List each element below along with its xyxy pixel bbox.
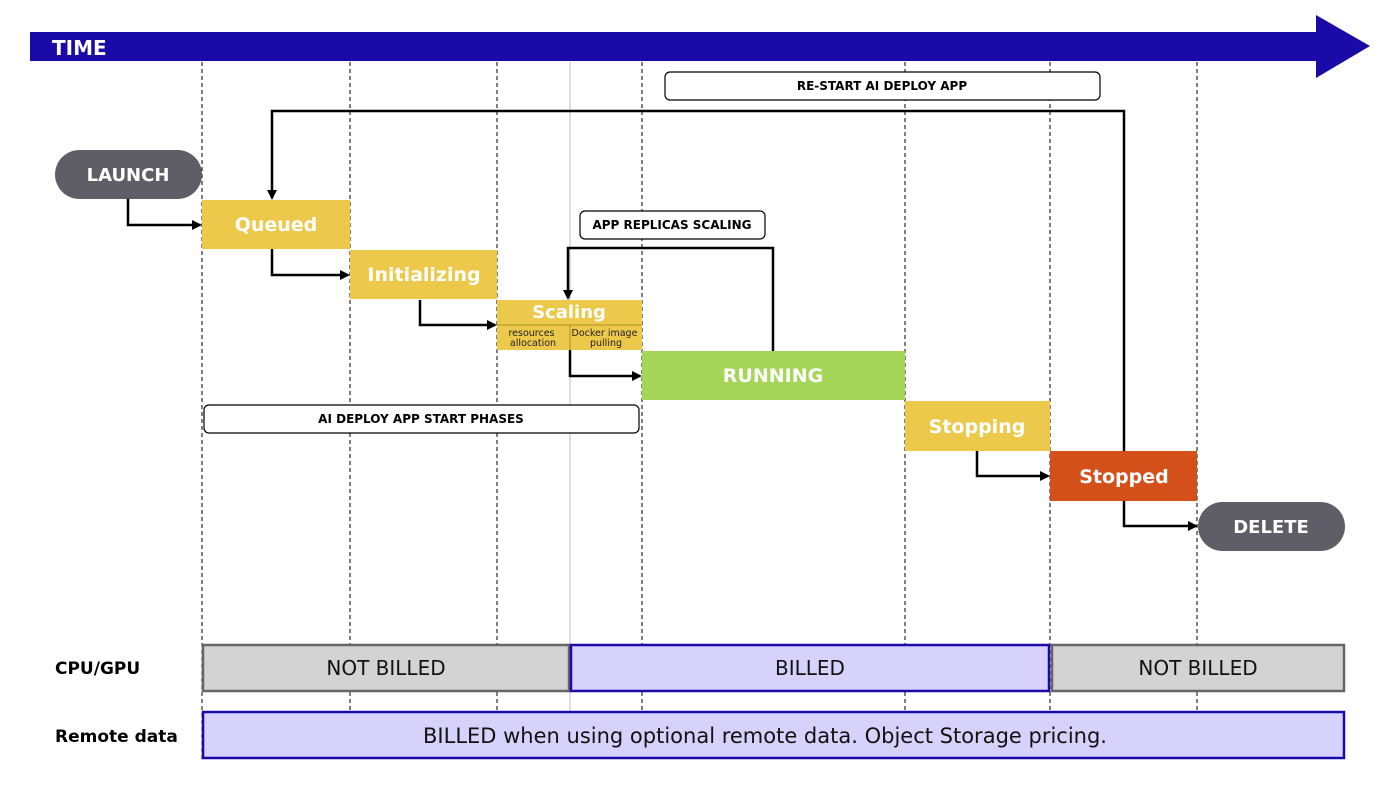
billing-segment-box — [201, 643, 571, 693]
launch-to-queued-connector — [126, 199, 202, 230]
billing-segment: BILLED — [569, 643, 1051, 693]
phase-queued-box — [202, 200, 350, 249]
phase-running: RUNNING — [642, 351, 905, 400]
start-phases-note-text: AI DEPLOY APP START PHASES — [318, 412, 524, 426]
billing-segment-text: BILLED — [775, 656, 845, 680]
queued-to-initializing-connector — [270, 249, 350, 280]
replicas-scaling-connector — [563, 246, 775, 351]
phase-stopping-box — [905, 401, 1050, 451]
cpu-gpu-row-label: CPU/GPU — [55, 659, 140, 679]
phase-stopped-label: Stopped — [1079, 466, 1169, 488]
restart-connector — [267, 109, 1126, 451]
phase-scaling: Scaling resources allocation Docker imag… — [497, 300, 642, 350]
phase-initializing-label: Initializing — [367, 264, 480, 286]
phase-stopping: Stopping — [905, 401, 1050, 451]
launch-pill — [55, 150, 202, 199]
billing-segment-text: NOT BILLED — [326, 656, 445, 680]
delete-pill — [1198, 502, 1345, 551]
replicas-scaling-note-text: APP REPLICAS SCALING — [592, 218, 751, 232]
flow-connectors — [126, 109, 1198, 531]
restart-note: RE-START AI DEPLOY APP — [664, 71, 1101, 101]
remote-data-row-label: Remote data — [55, 727, 178, 747]
phase-running-label: RUNNING — [723, 365, 823, 387]
phase-running-box — [642, 351, 905, 400]
phase-stopping-label: Stopping — [929, 416, 1026, 438]
time-arrow: TIME — [30, 15, 1370, 78]
scaling-sub-left: resources allocation — [508, 328, 557, 349]
billing-segment-text: NOT BILLED — [1138, 656, 1257, 680]
phase-guide-lines — [201, 62, 1198, 760]
stopped-to-delete-connector — [1122, 501, 1198, 531]
stopping-to-stopped-connector — [975, 451, 1050, 481]
initializing-to-scaling-connector — [418, 300, 497, 330]
delete-label: DELETE — [1233, 517, 1309, 538]
phase-initializing: Initializing — [350, 250, 497, 299]
remote-data-billing: BILLED when using optional remote data. … — [201, 710, 1346, 760]
delete-node: DELETE — [1198, 502, 1345, 551]
scaling-sub-right: Docker image pulling — [572, 328, 641, 349]
remote-data-billing-text: BILLED when using optional remote data. … — [423, 724, 1107, 748]
billing-segment-box — [569, 643, 1051, 693]
phase-queued: Queued — [202, 200, 350, 249]
phase-stopped: Stopped — [1050, 451, 1197, 501]
phase-queued-label: Queued — [235, 214, 318, 236]
scaling-to-running-connector — [568, 350, 642, 381]
start-phases-note: AI DEPLOY APP START PHASES — [203, 404, 640, 434]
launch-label: LAUNCH — [87, 165, 170, 186]
launch-node: LAUNCH — [55, 150, 202, 199]
phase-initializing-box — [350, 250, 497, 299]
time-arrow-shape — [30, 15, 1370, 78]
time-label: TIME — [52, 36, 107, 60]
billing-segment: NOT BILLED — [201, 643, 571, 693]
replicas-scaling-note: APP REPLICAS SCALING — [579, 210, 766, 240]
remote-data-billing-box — [201, 710, 1346, 760]
restart-note-text: RE-START AI DEPLOY APP — [797, 79, 967, 93]
billing-segment: NOT BILLED — [1050, 643, 1346, 693]
phase-stopped-box — [1050, 451, 1197, 501]
phase-scaling-label: Scaling — [532, 302, 606, 323]
billing-segment-box — [1050, 643, 1346, 693]
